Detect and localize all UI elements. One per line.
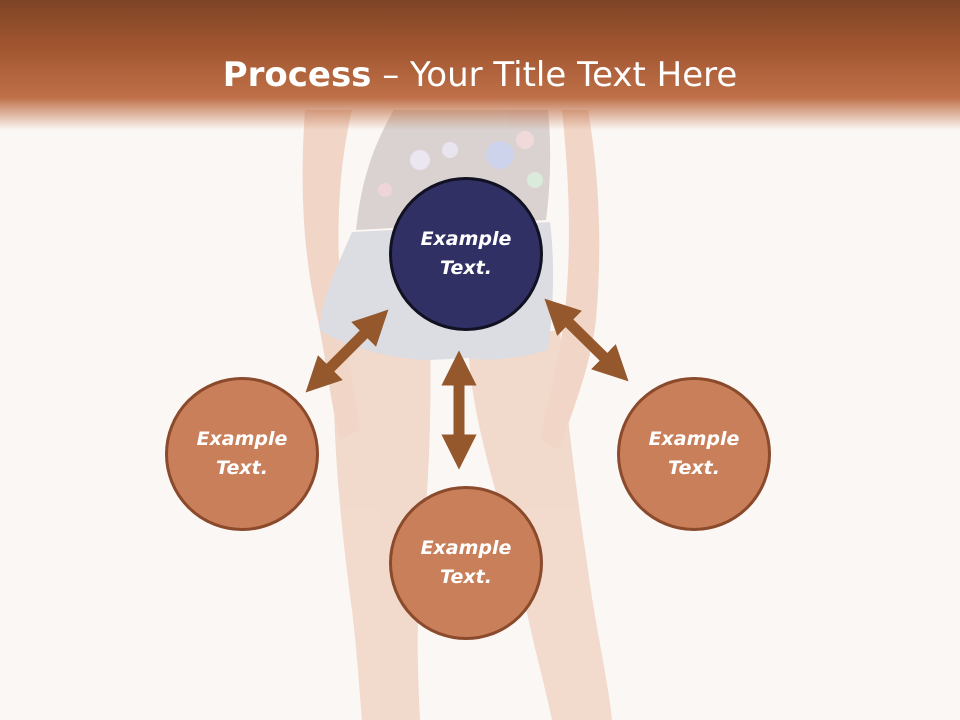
node-right: Example Text. [617,377,771,531]
node-top: Example Text. [389,177,543,331]
node-top-label: Example Text. [420,228,512,279]
title-bold-text: Process [222,55,372,95]
node-left: Example Text. [165,377,319,531]
node-bottom: Example Text. [389,486,543,640]
slide-title: Process – Your Title Text Here [0,52,960,98]
node-bottom-label: Example Text. [420,537,512,588]
title-bar [0,0,960,130]
node-left-label: Example Text. [196,428,288,479]
title-rest-text: – Your Title Text Here [371,55,738,95]
node-right-label: Example Text. [648,428,740,479]
arrow-top-right [544,298,629,382]
arrow-top-left [305,309,389,393]
